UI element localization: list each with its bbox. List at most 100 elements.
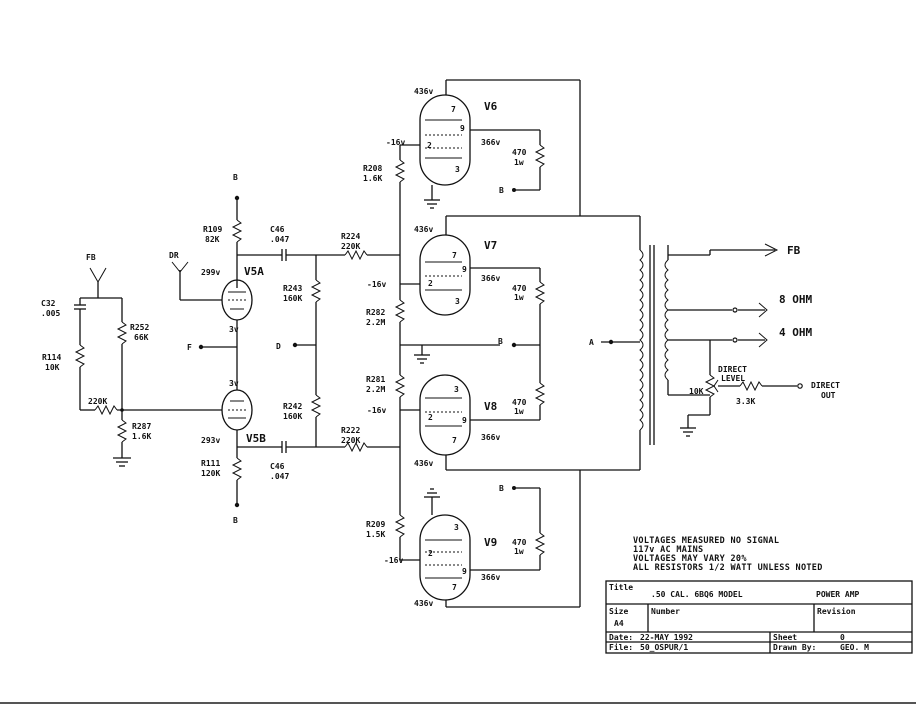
v5b-plate-voltage: 293v <box>201 436 220 445</box>
c46a-ref: C46 <box>270 225 285 234</box>
drawn-value: GEO. M <box>840 643 869 652</box>
v5a-cathode-voltage: 3v <box>229 325 239 334</box>
title-value: .50 CAL. 6BQ6 MODEL <box>651 590 743 599</box>
v7-screen-voltage: 366v <box>481 274 500 283</box>
v6-pin-7: 7 <box>451 105 456 114</box>
resistor-v8-screen <box>534 345 546 420</box>
r282-value: 2.2M <box>366 318 385 327</box>
v9-bias-voltage: -16v <box>384 556 403 565</box>
tube-v5b <box>221 389 253 431</box>
pot-value: 10K <box>689 387 704 396</box>
page-bottom-rule <box>0 702 916 704</box>
r-v9-value: 470 <box>512 538 527 547</box>
v8-label: V8 <box>484 400 497 413</box>
r281-ref: R281 <box>366 375 385 384</box>
v5b-label: V5B <box>246 432 266 445</box>
v5a-plate-voltage: 299v <box>201 268 220 277</box>
4-ohm-label: 4 OHM <box>779 326 812 339</box>
c46a-value: .047 <box>270 235 289 244</box>
dr-label: DR <box>169 251 179 260</box>
c46b-ref: C46 <box>270 462 285 471</box>
fb-output-label: FB <box>787 244 801 257</box>
r282-ref: R282 <box>366 308 385 317</box>
r109-value: 82K <box>205 235 220 244</box>
number-label: Number <box>651 607 680 616</box>
title-block <box>605 580 913 654</box>
v5b-cathode-voltage: 3v <box>229 379 239 388</box>
tube-v7 <box>400 215 640 316</box>
node-b2-label: B <box>233 516 238 525</box>
r208-ref: R208 <box>363 164 382 173</box>
r242-ref: R242 <box>283 402 302 411</box>
r224-ref: R224 <box>341 232 360 241</box>
r-v7-value: 470 <box>512 284 527 293</box>
r287-ref: R287 <box>132 422 151 431</box>
tube-v8 <box>400 374 640 471</box>
date-label: Date: <box>609 633 633 642</box>
resistor-v7-screen <box>514 268 546 346</box>
direct-level-line1: DIRECT <box>718 365 747 374</box>
resistor-v9-screen <box>512 486 546 570</box>
drawn-label: Drawn By: <box>773 643 816 652</box>
c46b-value: .047 <box>270 472 289 481</box>
r222-ref: R222 <box>341 426 360 435</box>
title-label: Title <box>609 582 633 592</box>
r280-value: 220K <box>88 397 107 406</box>
node-f-label: F <box>187 343 192 352</box>
file-value: 50_OSPUR/1 <box>640 643 688 652</box>
v8-bias-voltage: -16v <box>367 406 386 415</box>
r-v7-rating: 1w <box>514 293 524 302</box>
node-b3-label: B <box>498 337 503 346</box>
r-v9-rating: 1w <box>514 547 524 556</box>
r209-value: 1.5K <box>366 530 385 539</box>
r111-ref: R111 <box>201 459 220 468</box>
revision-label: Revision <box>817 606 856 616</box>
tube-v6 <box>400 79 580 209</box>
r114-ref: R114 <box>42 353 61 362</box>
c32-ref: C32 <box>41 299 56 308</box>
node-a-label: A <box>589 338 594 347</box>
c32-value: .005 <box>41 309 60 318</box>
v7-pin-2: 2 <box>428 279 433 288</box>
r222-value: 220K <box>341 436 360 445</box>
note-line-1: VOLTAGES MEASURED NO SIGNAL <box>633 536 779 546</box>
r287-value: 1.6K <box>132 432 151 441</box>
v6-label: V6 <box>484 100 498 113</box>
file-label: File: <box>609 642 633 652</box>
v7-pin-3: 3 <box>455 297 460 306</box>
v9-plate-voltage: 436v <box>414 599 433 608</box>
node-b4-label: B <box>499 186 504 195</box>
v7-bias-voltage: -16v <box>367 280 386 289</box>
note-line-4: ALL RESISTORS 1/2 WATT UNLESS NOTED <box>633 563 823 573</box>
size-value: A4 <box>614 619 624 628</box>
r252-ref: R252 <box>130 323 149 332</box>
r109-ref: R109 <box>203 225 222 234</box>
direct-out-line2: OUT <box>821 391 836 400</box>
v6-bias-voltage: -16v <box>386 138 405 147</box>
r243-value: 160K <box>283 294 302 303</box>
v7-pin-7: 7 <box>452 251 457 260</box>
v9-label: V9 <box>484 536 497 549</box>
resistor-v6-screen <box>512 130 546 192</box>
notes: VOLTAGES MEASURED NO SIGNAL 117v AC MAIN… <box>633 536 823 573</box>
r252-value: 66K <box>134 333 149 342</box>
v9-pin-3: 3 <box>454 523 459 532</box>
v8-plate-voltage: 436v <box>414 459 433 468</box>
date-value: 22-MAY 1992 <box>640 633 693 642</box>
resistor-r109 <box>231 219 243 243</box>
v7-pin-9: 9 <box>462 265 467 274</box>
sheet-value: 0 <box>840 633 845 642</box>
size-label: Size <box>609 606 628 616</box>
node-b-label: B <box>233 173 238 182</box>
v8-pin-2: 2 <box>428 413 433 422</box>
v8-pin-7: 7 <box>452 436 457 445</box>
v9-screen-voltage: 366v <box>481 573 500 582</box>
r224-value: 220K <box>341 242 360 251</box>
r114-value: 10K <box>45 363 60 372</box>
direct-level-line2: LEVEL <box>721 374 745 383</box>
r208-value: 1.6K <box>363 174 382 183</box>
r-v8-rating: 1w <box>514 407 524 416</box>
v9-pin-9: 9 <box>462 567 467 576</box>
v7-plate-voltage: 436v <box>414 225 433 234</box>
r-v6-value: 470 <box>512 148 527 157</box>
